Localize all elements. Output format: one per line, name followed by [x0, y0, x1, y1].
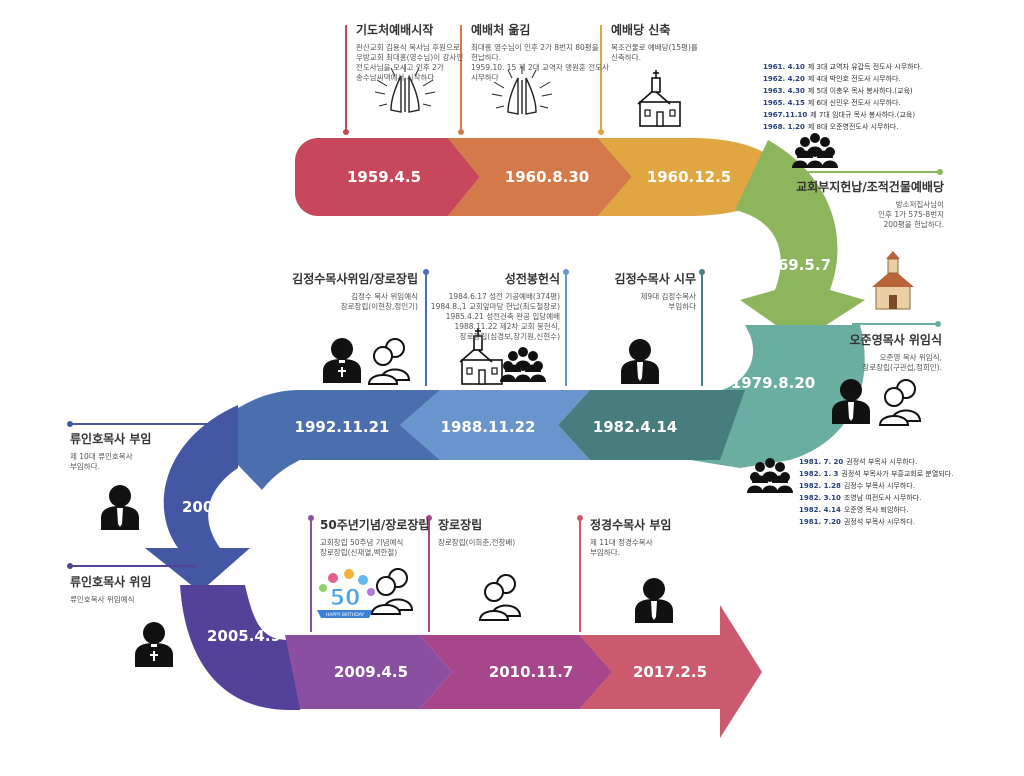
event-2005: 류인호목사 위임 류인호목사 위임예식 [70, 573, 151, 605]
event-title: 예배당 신축 [611, 23, 671, 37]
two-people-icon [368, 338, 410, 385]
group-icon [792, 133, 838, 168]
date-label-11: 2009.4.5 [334, 663, 408, 681]
date-label-4: 1969.5.7 [757, 256, 831, 274]
date-label-9: 2002.2.1 [182, 498, 256, 516]
two-people-icon [479, 574, 521, 621]
two-people-icon [879, 379, 921, 426]
event-title: 김정수목사 시무 [614, 272, 696, 286]
pastor-icon [323, 338, 361, 383]
connector-dots [67, 129, 943, 569]
date-label-8: 1992.11.21 [295, 418, 390, 436]
segment-2002 [145, 405, 250, 592]
event-title: 예배처 옮김 [471, 23, 531, 37]
event-2010: 장로장립 장로장립(이희춘,전창배) [438, 516, 515, 548]
event-title: 김정수목사위임/장로장립 [292, 272, 418, 286]
segment-1969 [735, 140, 865, 342]
segment-1982 [558, 390, 745, 460]
event-title: 50주년기념/장로장립 [320, 518, 430, 532]
date-label-7: 1988.11.22 [441, 418, 536, 436]
group-icon [500, 347, 546, 382]
date-label-10: 2005.4.9 [207, 627, 281, 645]
person-icon [635, 578, 673, 623]
anniversary-badge-icon: 50 HAPPY BIRTHDAY [317, 569, 375, 618]
segment-1960-8 [448, 138, 632, 216]
event-desc: 1984.6.17 성전 기공예배(374평)1984.8.,1 교회앞마당 헌… [430, 292, 560, 341]
event-title: 오준영목사 위임식 [849, 333, 943, 347]
brick-church-icon [872, 251, 914, 310]
event-title: 류인호목사 부임 [70, 432, 152, 446]
badge-caption: HAPPY BIRTHDAY [326, 612, 364, 618]
person-icon [101, 485, 139, 530]
event-title: 기도처예배시작 [356, 23, 434, 37]
segment-1979 [690, 325, 865, 468]
event-title: 정경수목사 부임 [590, 518, 672, 532]
segment-2017 [580, 605, 762, 738]
church-icon [637, 69, 681, 127]
event-desc: 장로장립(이희춘,전창배) [438, 538, 516, 547]
pastor-icon [135, 622, 173, 667]
date-label-1: 1959.4.5 [347, 168, 421, 186]
segment-2009 [285, 635, 452, 709]
event-desc: 류인호목사 위임예식 [70, 595, 135, 604]
event-title: 교회부지헌납/조적건물예배당 [796, 180, 944, 194]
date-label-5: 1979.8.20 [731, 374, 815, 392]
date-label-6: 1982.4.14 [593, 418, 677, 436]
segment-2005 [180, 585, 305, 710]
segment-1959 [295, 138, 480, 216]
segment-1992 [238, 390, 440, 490]
event-title: 류인호목사 위임 [70, 575, 152, 589]
event-1979: 오준영목사 위임식 오준영 목사 위임식,장로장립(구관섭,정희인). [850, 331, 943, 373]
segment-1960-12 [598, 138, 785, 216]
event-1988: 성전봉헌식 1984.6.17 성전 기공예배(374평)1984.8.,1 교… [431, 270, 560, 342]
date-label-3: 1960.12.5 [647, 168, 731, 186]
badge-number: 50 [330, 586, 361, 611]
person-icon [621, 339, 659, 384]
date-label-2: 1960.8.30 [505, 168, 589, 186]
event-title: 성전봉헌식 [504, 272, 560, 286]
event-title: 장로장립 [438, 518, 483, 532]
date-label-13: 2017.2.5 [633, 663, 707, 681]
segment-2010 [420, 635, 612, 709]
event-desc: 오준영 목사 위임식,장로장립(구관섭,정희인). [862, 353, 942, 372]
connector-lines [70, 25, 940, 632]
two-people-icon [371, 568, 413, 615]
segment-1988 [400, 390, 590, 460]
date-label-12: 2010.11.7 [489, 663, 573, 681]
